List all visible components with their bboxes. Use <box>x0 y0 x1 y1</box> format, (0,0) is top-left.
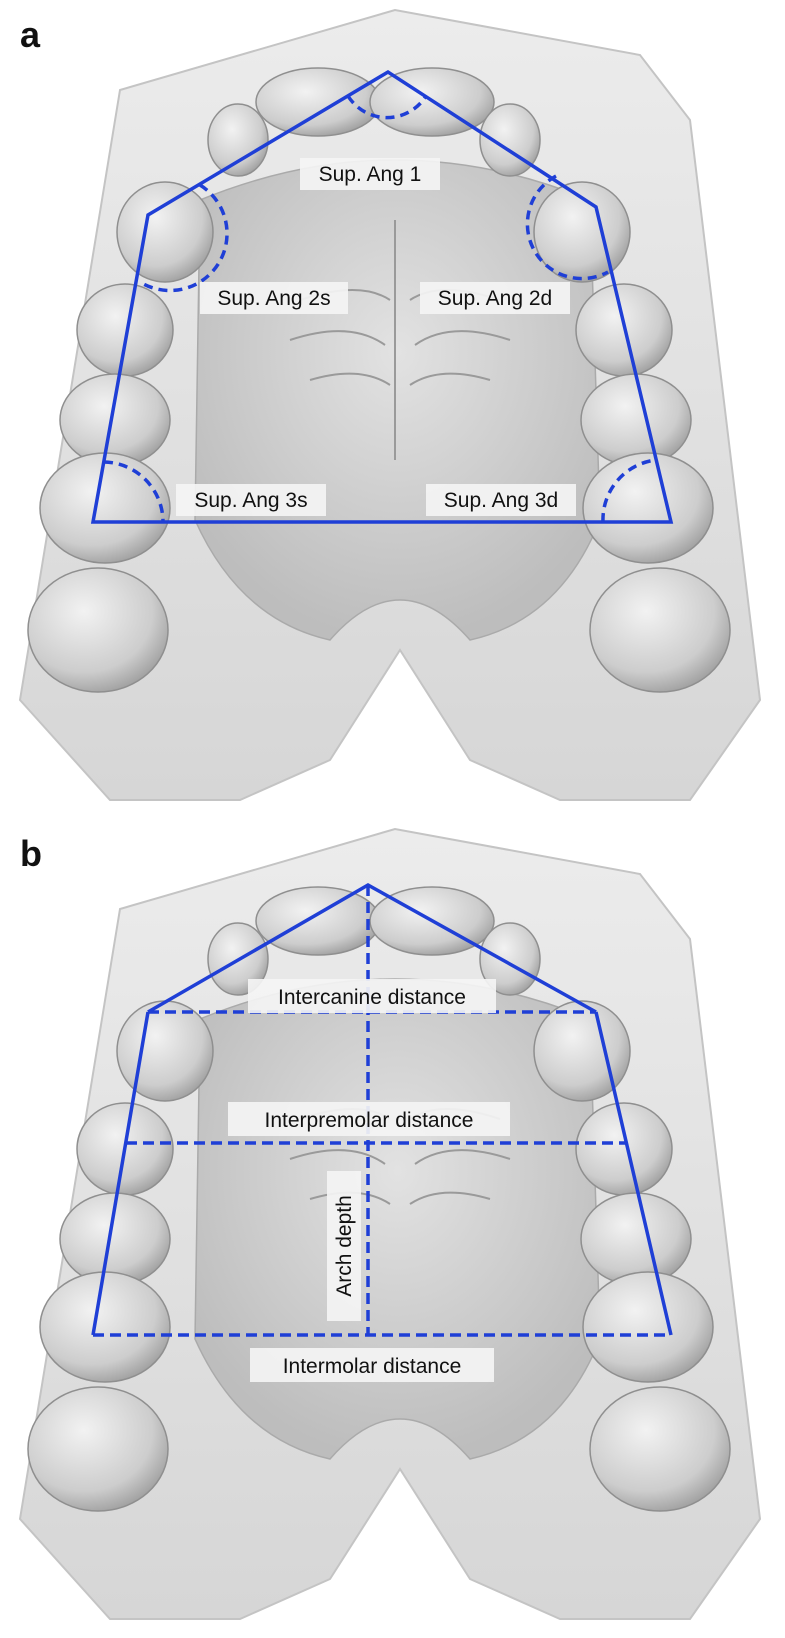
dental-arch <box>27 67 731 693</box>
panel-a: Sup. Ang 1 Sup. Ang 2s Sup. Ang 2d Sup. … <box>18 8 762 801</box>
label-sup-ang-3d: Sup. Ang 3d <box>426 484 576 516</box>
label-sup-ang-1: Sup. Ang 1 <box>300 158 440 190</box>
svg-text:Intermolar distance: Intermolar distance <box>283 1355 462 1378</box>
label-arch-depth: Arch depth <box>327 1171 361 1321</box>
label-sup-ang-2d: Sup. Ang 2d <box>420 282 570 314</box>
svg-text:Sup. Ang 1: Sup. Ang 1 <box>319 163 422 186</box>
panel-b-figure: Intercanine distance Interpremolar dista… <box>18 827 762 1620</box>
svg-text:Sup. Ang 3s: Sup. Ang 3s <box>194 489 307 512</box>
panel-b-letter: b <box>20 833 42 874</box>
svg-text:Arch depth: Arch depth <box>333 1195 356 1297</box>
label-intermolar: Intermolar distance <box>250 1348 494 1382</box>
panel-b: Intercanine distance Interpremolar dista… <box>0 819 785 1638</box>
label-sup-ang-2s: Sup. Ang 2s <box>200 282 348 314</box>
svg-text:Sup. Ang 2s: Sup. Ang 2s <box>217 287 330 310</box>
angle-arcs <box>103 95 657 523</box>
svg-text:Sup. Ang 2d: Sup. Ang 2d <box>438 287 552 310</box>
label-sup-ang-3s: Sup. Ang 3s <box>176 484 326 516</box>
label-interpremolar: Interpremolar distance <box>228 1102 510 1136</box>
panel-a-letter: a <box>20 14 41 55</box>
panel-a-figure: Sup. Ang 1 Sup. Ang 2s Sup. Ang 2d Sup. … <box>18 8 762 801</box>
svg-text:Intercanine distance: Intercanine distance <box>278 986 466 1009</box>
label-intercanine: Intercanine distance <box>248 979 496 1013</box>
dental-arch <box>27 886 731 1512</box>
svg-text:Interpremolar distance: Interpremolar distance <box>265 1109 474 1132</box>
svg-text:Sup. Ang 3d: Sup. Ang 3d <box>444 489 558 512</box>
angle-polygon <box>90 69 674 524</box>
